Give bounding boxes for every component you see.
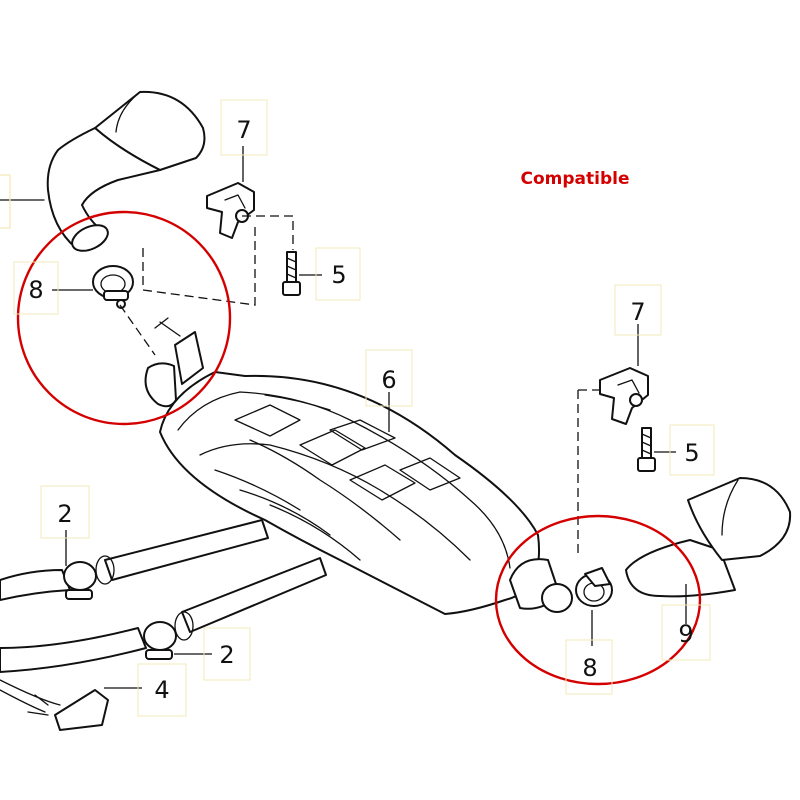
callout-7-right: 7 — [630, 298, 645, 326]
callout-8-left: 8 — [28, 276, 43, 304]
callout-label-boxes — [13, 99, 715, 717]
right-exhaust-tip — [625, 477, 792, 598]
callout-5-top: 5 — [331, 261, 346, 289]
callout-2-top: 2 — [57, 500, 72, 528]
right-bolt — [637, 427, 656, 472]
callout-2-bottom: 2 — [219, 641, 234, 669]
muffler — [159, 371, 540, 615]
callout-8-right: 8 — [582, 654, 597, 682]
callout-leaders — [52, 146, 687, 689]
left-hanger — [144, 317, 204, 408]
upper-pipe-clamp — [63, 555, 115, 600]
callout-4: 4 — [154, 676, 169, 704]
left-exhaust-tip — [0, 90, 206, 252]
callout-numbers: 7 5 8 7 6 5 2 2 4 8 9 — [28, 116, 699, 704]
right-clamp — [575, 567, 613, 607]
front-hanger — [27, 689, 109, 731]
lower-pipe-clamp — [143, 611, 194, 660]
compatible-stamp: Compatible — [521, 169, 630, 189]
front-pipes — [0, 519, 327, 713]
callout-5-right: 5 — [684, 439, 699, 467]
callout-9: 9 — [678, 620, 693, 648]
callout-6: 6 — [381, 366, 396, 394]
left-highlight-circle — [16, 210, 232, 426]
left-clamp — [92, 265, 134, 309]
right-highlight-circle — [494, 514, 702, 686]
right-outlet — [509, 558, 573, 613]
upper-bracket — [206, 182, 255, 239]
right-bracket — [599, 367, 649, 425]
upper-bolt — [282, 251, 301, 296]
callout-7-top: 7 — [236, 116, 251, 144]
